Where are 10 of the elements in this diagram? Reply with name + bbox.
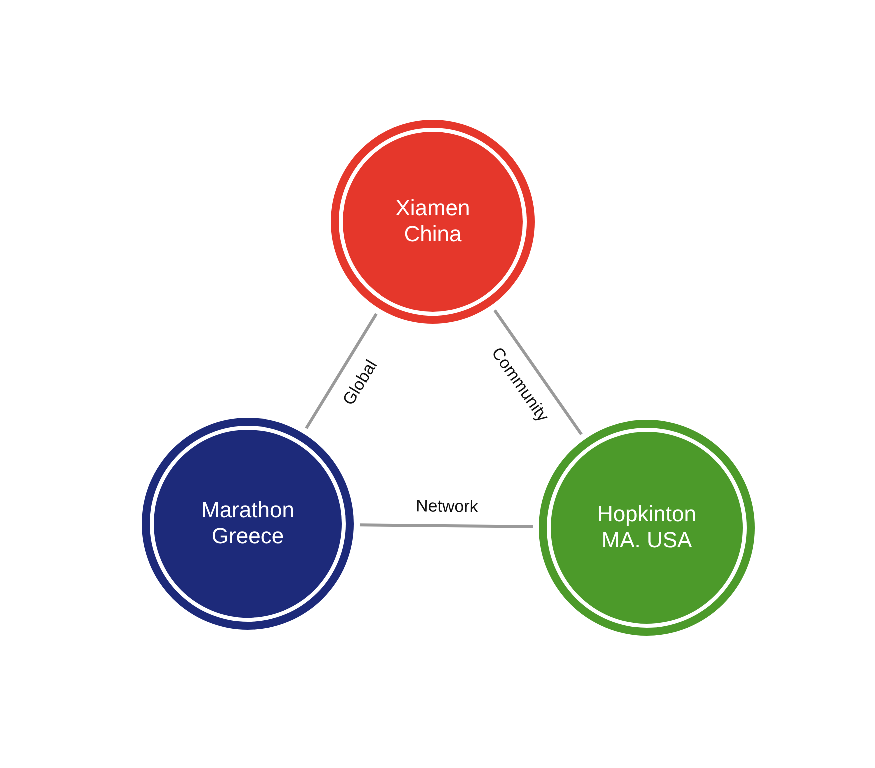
location-circle xyxy=(331,120,535,324)
connector-line xyxy=(305,313,378,430)
place-name: Hopkinton MA. USA xyxy=(596,502,698,554)
location-circle xyxy=(539,420,755,636)
place-name: Marathon Greece xyxy=(200,498,296,550)
connector-line xyxy=(494,310,583,436)
edge-label: Network xyxy=(416,496,478,518)
connector-line xyxy=(360,524,534,528)
place-name: Xiamen China xyxy=(394,196,472,248)
location-circle xyxy=(142,418,354,630)
